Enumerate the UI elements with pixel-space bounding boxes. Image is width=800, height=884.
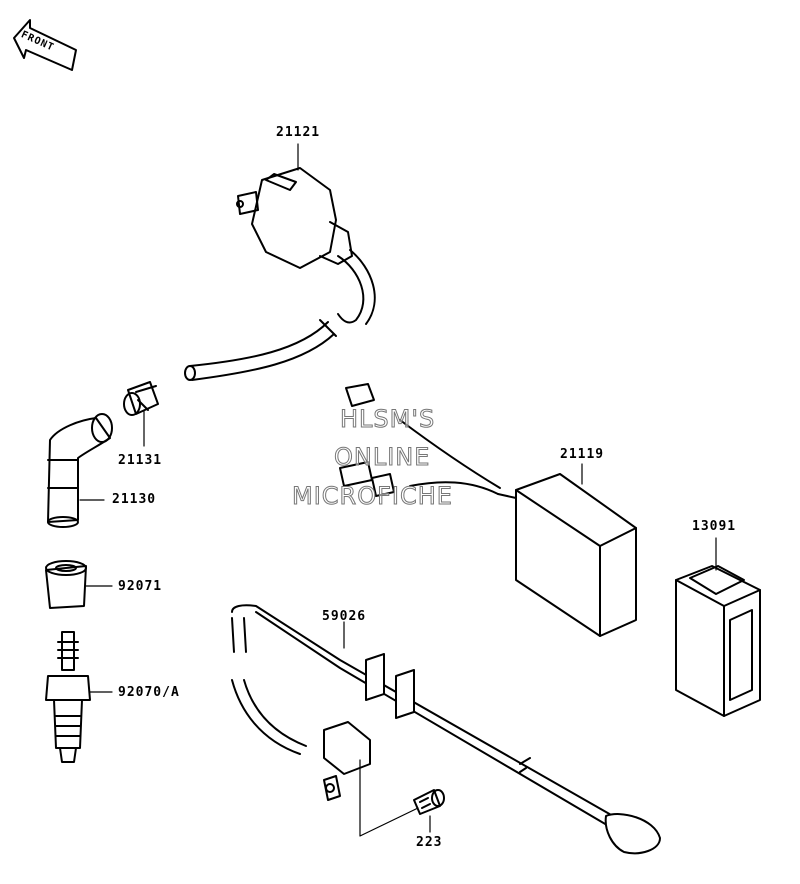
label-223: 223 [416, 835, 443, 850]
rubber-boot [45, 560, 87, 609]
front-arrow-icon [13, 19, 77, 71]
spark-plug [45, 631, 91, 763]
label-21119: 21119 [560, 447, 605, 462]
ignition-coil [236, 167, 376, 325]
label-21131: 21131 [118, 453, 163, 468]
lead-wire [231, 604, 661, 855]
label-92071: 92071 [118, 579, 163, 594]
plug-cap-nut [123, 381, 159, 416]
watermark-line-1: HLSM'S [339, 405, 436, 433]
high-tension-lead [184, 319, 337, 381]
label-59026: 59026 [322, 609, 367, 624]
watermark-line-2: ONLINE [333, 443, 431, 471]
cdi-unit [339, 383, 637, 637]
label-21130: 21130 [112, 492, 157, 507]
spark-plug-cap [47, 413, 113, 528]
bolt [413, 789, 445, 815]
relay [675, 565, 761, 717]
leader-lines [79, 143, 717, 837]
label-21121: 21121 [276, 125, 321, 140]
watermark-line-3: MICROFICHE [292, 482, 453, 510]
label-13091: 13091 [692, 519, 737, 534]
label-92070a: 92070/A [118, 685, 180, 700]
